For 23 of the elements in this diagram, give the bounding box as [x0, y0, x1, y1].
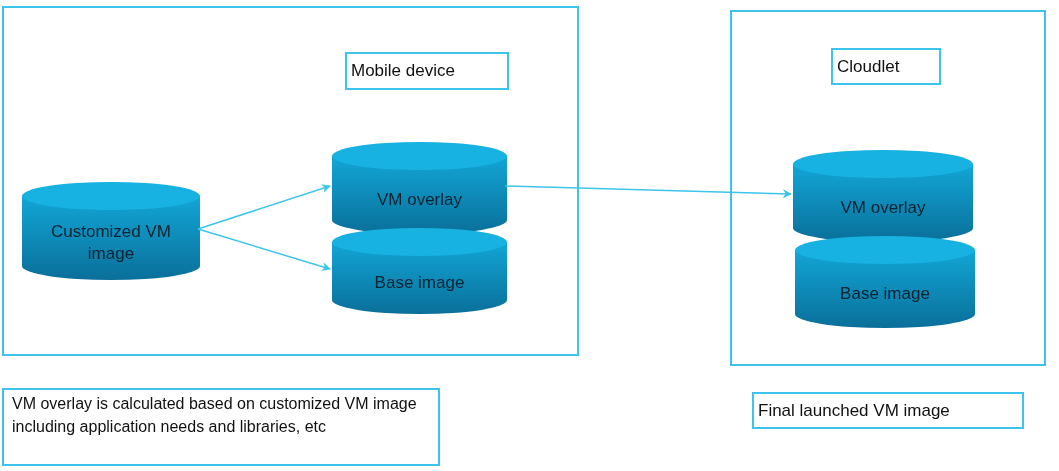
- note-text: VM overlay is calculated based on customized VM image including application needs and libraries, etc: [12, 394, 418, 437]
- box-label: Final launched VM image: [758, 399, 950, 422]
- arrow: [504, 185, 792, 199]
- cylinder-label: Customized VM image: [50, 221, 172, 265]
- cylinder-label: VM overlay: [376, 189, 463, 211]
- box-label: Mobile device: [351, 60, 455, 83]
- caption-box: [752, 392, 1024, 429]
- database-cylinder: [332, 142, 507, 234]
- title-box: [345, 52, 509, 90]
- title-box: [831, 48, 941, 85]
- database-cylinder: [793, 150, 973, 242]
- cylinder-label: VM overlay: [839, 197, 927, 219]
- database-cylinder: [22, 182, 200, 280]
- database-cylinder: [795, 236, 975, 328]
- cylinder-label: Base image: [373, 272, 466, 294]
- arrow: [197, 184, 331, 230]
- arrow: [197, 228, 331, 271]
- cylinder-label: Base image: [839, 283, 931, 305]
- device-frame: [2, 6, 579, 356]
- database-cylinder: [332, 228, 507, 314]
- device-frame: [730, 10, 1046, 366]
- box-label: Cloudlet: [837, 55, 900, 78]
- note-box: [2, 388, 440, 466]
